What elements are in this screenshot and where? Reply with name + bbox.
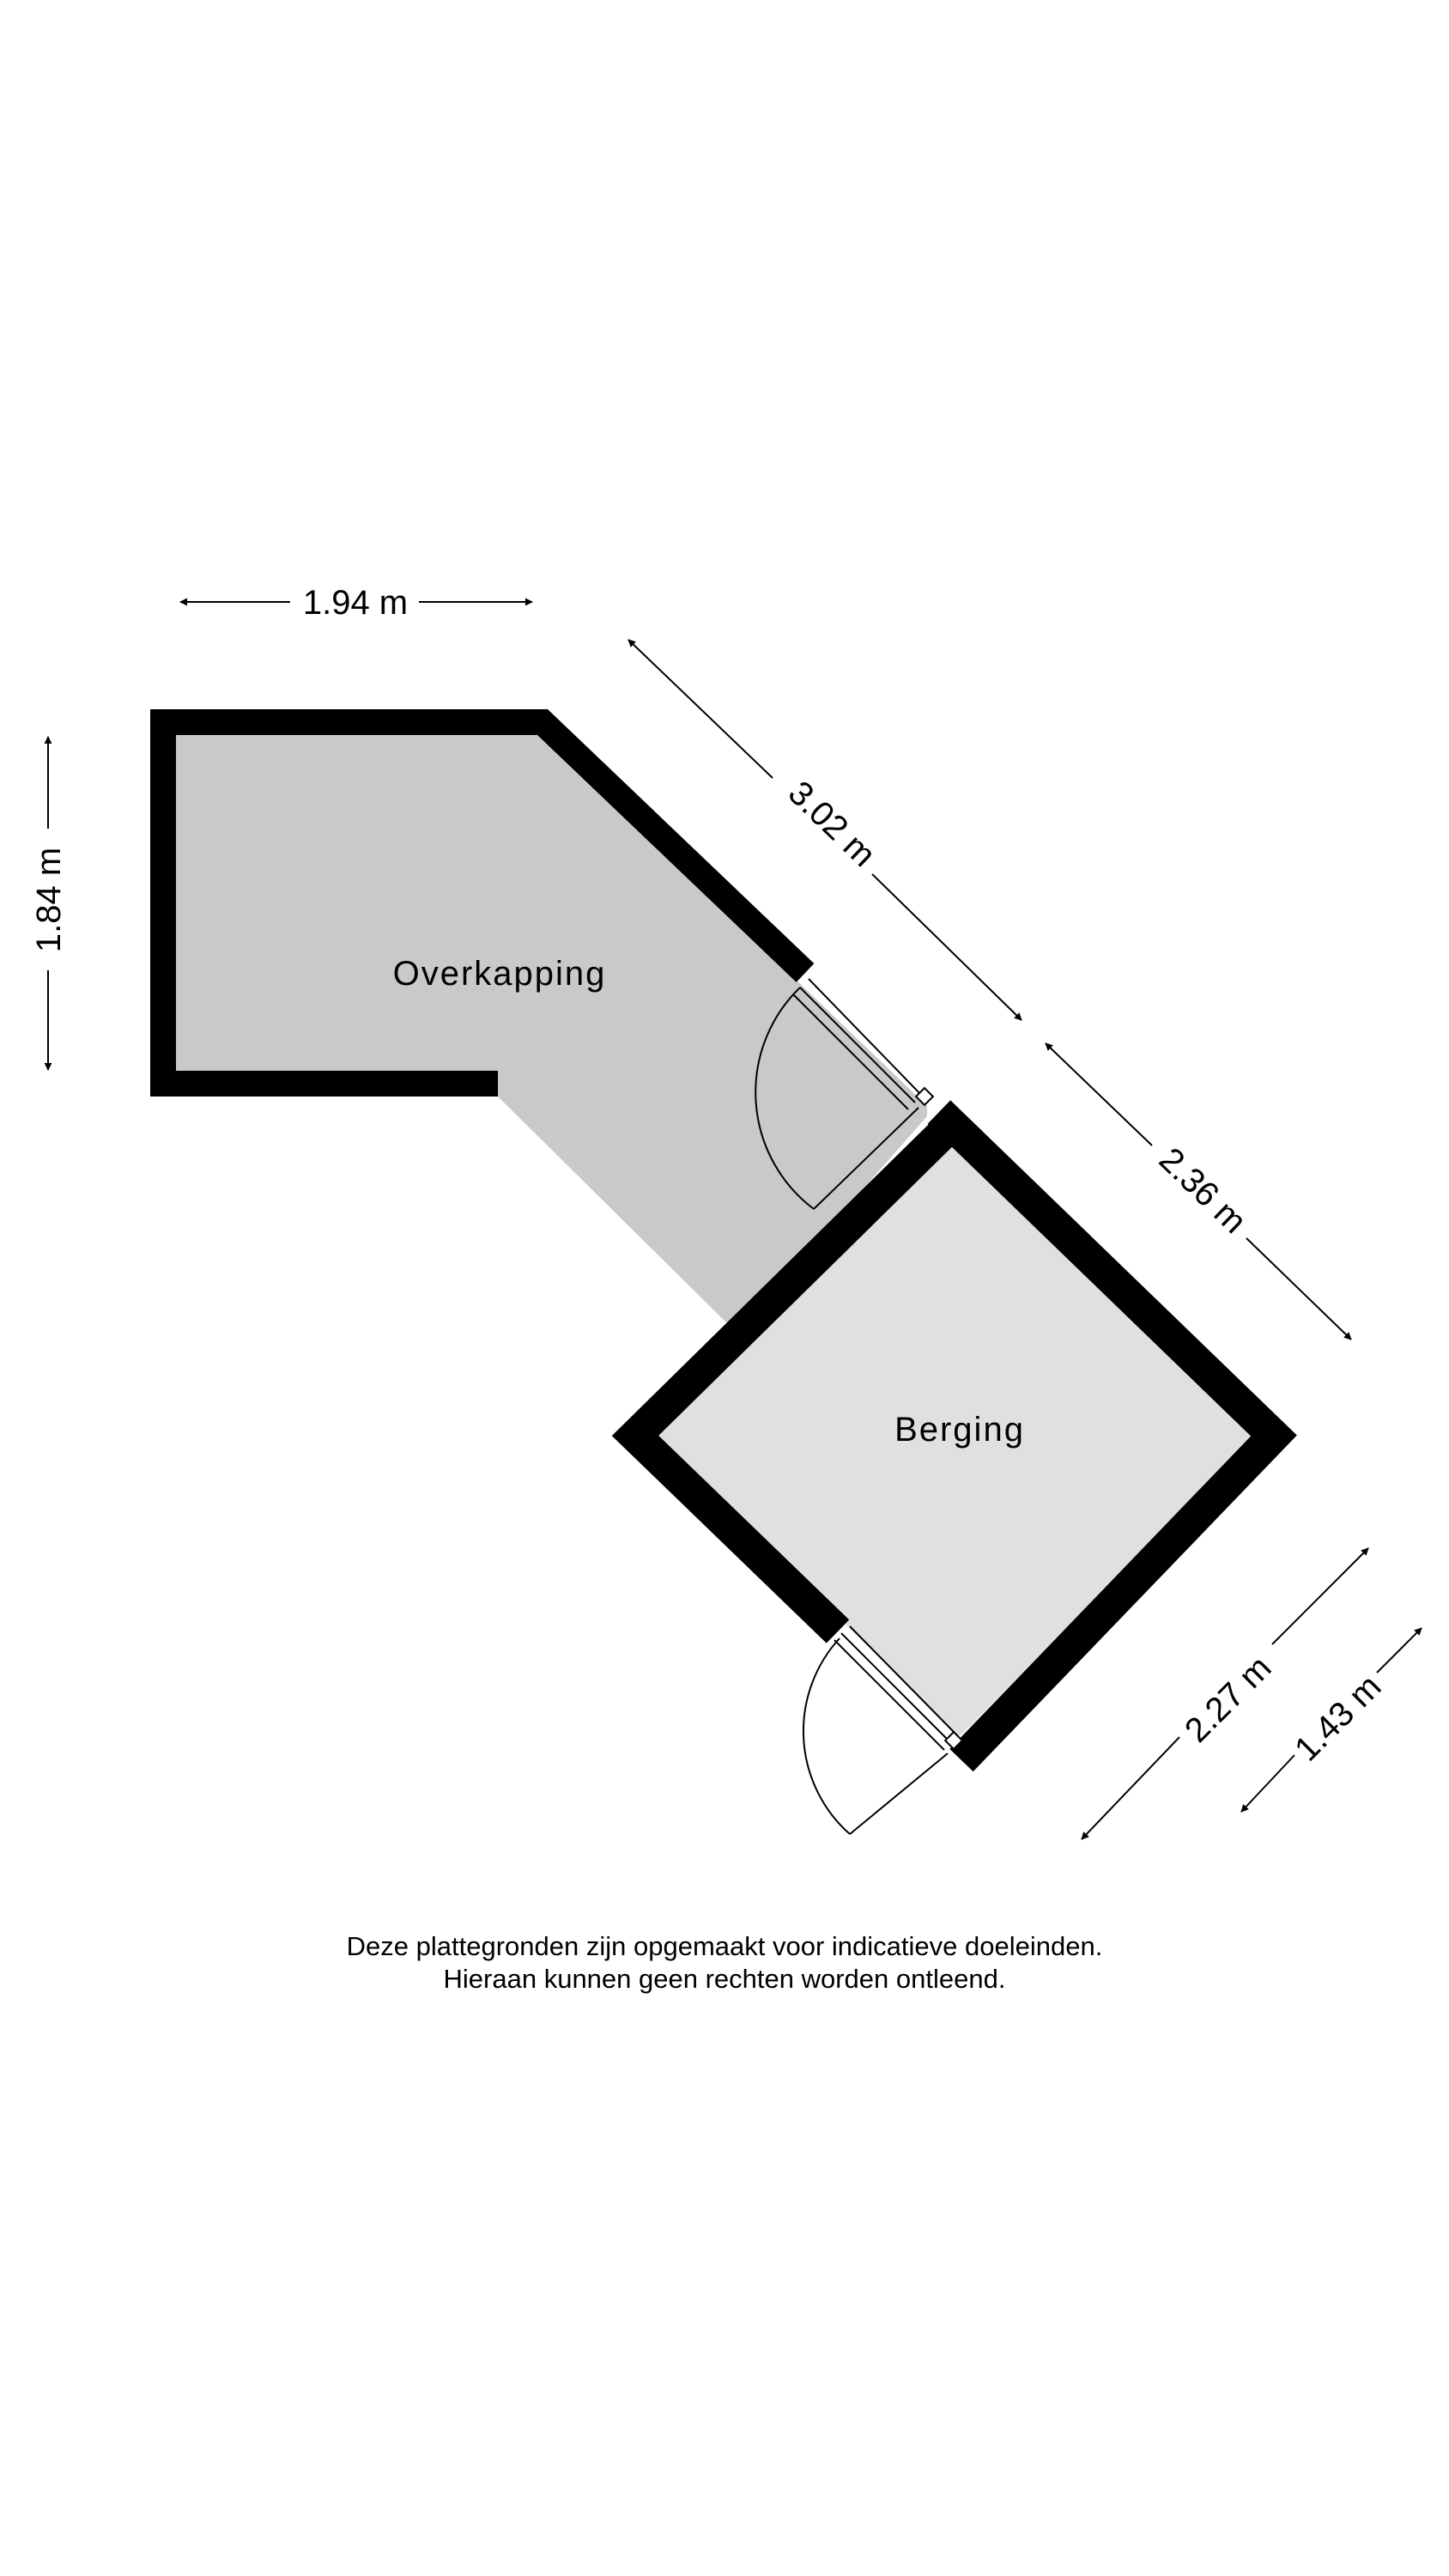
dimension-label: 2.36 m	[1152, 1140, 1254, 1241]
disclaimer-line-1: Deze plattegronden zijn opgemaakt voor i…	[346, 1931, 1103, 1961]
berging-wall-left	[611, 1123, 953, 1643]
dimension-label: 2.27 m	[1178, 1649, 1279, 1750]
room-label-berging: Berging	[894, 1411, 1025, 1449]
disclaimer-line-2: Hieraan kunnen geen rechten worden ontle…	[443, 1964, 1006, 1994]
disclaimer: Deze plattegronden zijn opgemaakt voor i…	[0, 1930, 1449, 1996]
overkapping-floor	[167, 732, 927, 1333]
lower-door	[802, 1625, 964, 1835]
dimension-label: 1.84 m	[30, 848, 68, 952]
dimension-label: 1.43 m	[1288, 1668, 1389, 1769]
dimension-bottom-b: 1.43 m	[1240, 1627, 1422, 1813]
room-label-overkapping: Overkapping	[393, 955, 607, 993]
overkapping-wall	[150, 709, 815, 1097]
dimension-left-height: 1.84 m	[30, 736, 68, 1071]
dimension-label: 3.02 m	[781, 774, 883, 874]
dimension-top-width: 1.94 m	[179, 584, 533, 622]
berging-wall	[927, 1100, 1297, 1772]
dimension-label: 1.94 m	[303, 584, 408, 622]
upper-door	[755, 978, 935, 1210]
